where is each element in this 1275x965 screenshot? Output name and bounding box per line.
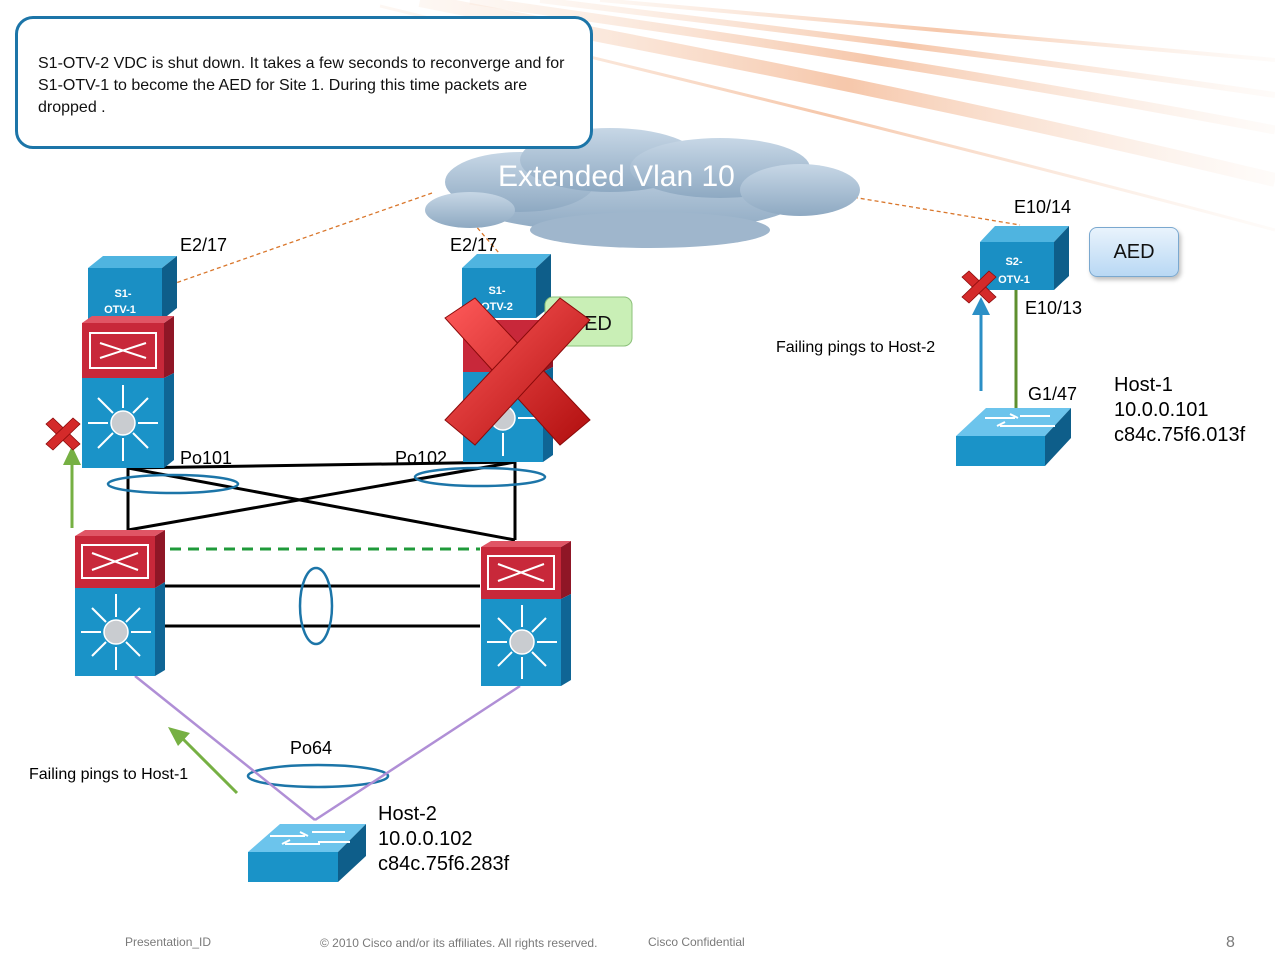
po101-ring (106, 473, 240, 495)
s1-otv2-label-2: OTV-2 (481, 301, 513, 313)
failing-ping-arrow-host2 (168, 727, 239, 795)
footer-copyright: © 2010 Cisco and/or its affiliates. All … (320, 936, 598, 950)
host1-name: Host-1 (1114, 374, 1173, 396)
s1-dist1-switch[interactable] (75, 530, 165, 676)
host1-port-label: G1/47 (1028, 384, 1078, 404)
footer-presentation-id: Presentation_ID (125, 935, 212, 949)
drop-x-icon-right (961, 270, 997, 304)
s2-otv1-uplink-label: E10/14 (1014, 197, 1072, 217)
host2-switch[interactable] (248, 824, 366, 882)
po64-ring (246, 763, 390, 789)
failing-ping-arrow-left (63, 446, 81, 528)
s2-otv1-downlink-label: E10/13 (1025, 298, 1083, 318)
s1-otv2-interface-label: E2/17 (450, 235, 498, 255)
host1-mac: c84c.75f6.013f (1114, 424, 1246, 446)
po64-label: Po64 (290, 738, 333, 758)
footer-confidential: Cisco Confidential (648, 935, 745, 949)
host2-uplinks (134, 675, 521, 822)
s1-otv1-label-1: S1- (114, 288, 131, 300)
failing-ping-arrow-host1 (972, 297, 990, 391)
info-callout: S1-OTV-2 VDC is shut down. It takes a fe… (15, 16, 593, 149)
s1-otv1-label-2: OTV-1 (104, 304, 136, 316)
failing-pings-host2-label: Failing pings to Host-2 (776, 339, 936, 356)
po102-label: Po102 (395, 448, 448, 468)
s1-otv1-interface-label: E2/17 (180, 235, 228, 255)
vpc-peer-link-ring (298, 566, 334, 646)
s2-otv1-device[interactable]: S2- OTV-1 (980, 226, 1069, 290)
s2-otv1-label-2: OTV-1 (998, 274, 1030, 286)
page-number: 8 (1226, 934, 1235, 951)
site1-aed-text: ED (584, 313, 612, 335)
shutdown-x-icon (444, 297, 591, 446)
host2-mac: c84c.75f6.283f (378, 853, 510, 875)
host1-switch[interactable] (956, 408, 1071, 466)
host1-ip: 10.0.0.101 (1114, 399, 1209, 421)
callout-text: S1-OTV-2 VDC is shut down. It takes a fe… (38, 55, 565, 116)
s1-otv1-device[interactable]: S1- OTV-1 (88, 256, 177, 320)
failing-pings-host1-label: Failing pings to Host-1 (29, 766, 189, 783)
host2-ip: 10.0.0.102 (378, 828, 473, 850)
po101-label: Po101 (180, 448, 233, 468)
extended-vlan-cloud (425, 128, 860, 248)
aggregation-links (126, 460, 517, 628)
site2-aed-badge: AED (1089, 227, 1179, 277)
s1-dist2-switch[interactable] (481, 541, 571, 686)
s2-otv1-label-1: S2- (1005, 256, 1022, 268)
s1-otv2-label-1: S1- (488, 285, 505, 297)
drop-x-icon-left (45, 417, 81, 451)
s1-agg1-switch[interactable] (82, 316, 174, 468)
cloud-label: Extended Vlan 10 (498, 160, 735, 193)
po102-ring (413, 466, 547, 488)
host2-name: Host-2 (378, 803, 437, 825)
